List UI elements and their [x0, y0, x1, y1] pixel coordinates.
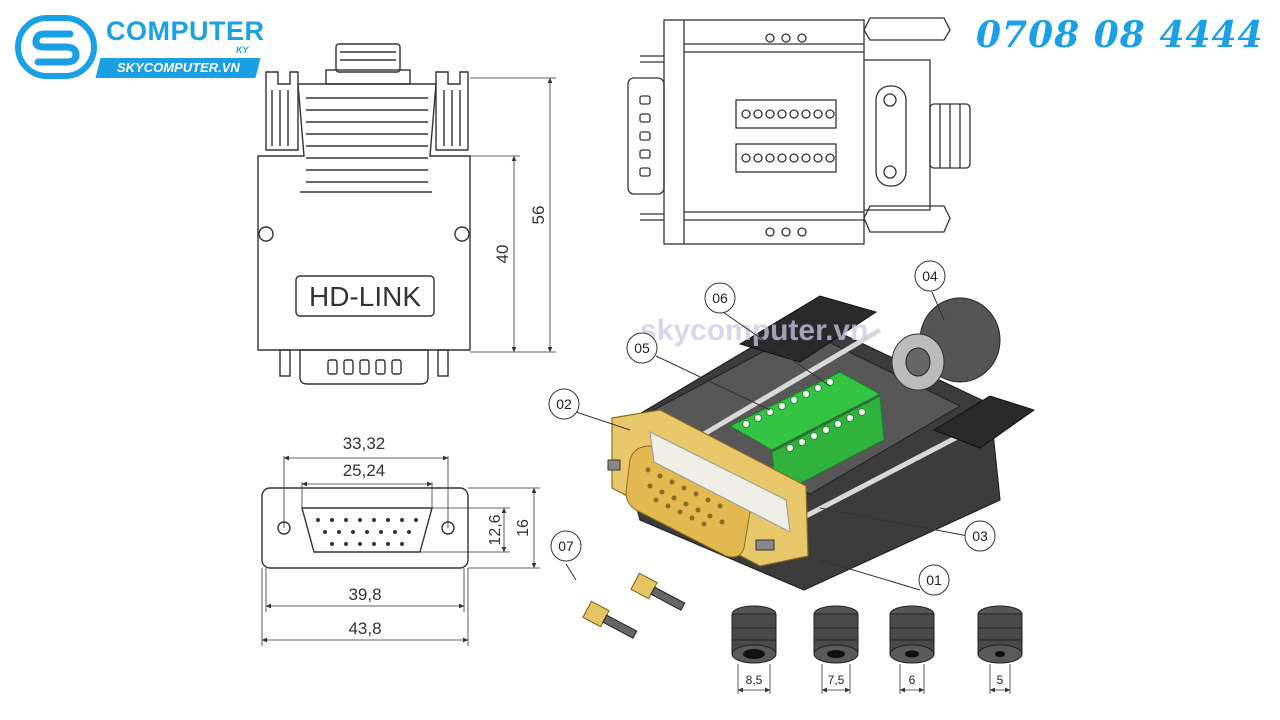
shell-body	[257, 83, 471, 351]
callout-circles	[548, 260, 996, 596]
terminal-block-1	[728, 371, 882, 451]
left-clip	[265, 71, 299, 151]
grommet-size-1: 8,5	[746, 673, 763, 687]
assembly-3d	[607, 295, 1036, 591]
internal-top-view	[627, 17, 971, 245]
dim-top-inner: 25,24	[343, 461, 386, 480]
phone-number[interactable]: 0708 08 4444	[976, 14, 1264, 56]
hex-standoffs	[582, 572, 686, 639]
callout-04: 04	[922, 268, 938, 284]
callout-06: 06	[712, 290, 728, 306]
brand-logo[interactable]: COMPUTER KY SKYCOMPUTER.VN	[14, 12, 264, 84]
callout-07: 07	[558, 538, 574, 554]
brand-suffix: KY	[236, 45, 249, 55]
callout-02: 02	[556, 396, 572, 412]
dim-bottom-outer: 43,8	[348, 619, 381, 638]
bottom-view	[261, 455, 540, 646]
dim-side-outer: 16	[515, 519, 532, 537]
brand-s-icon	[15, 15, 97, 79]
brand-name: COMPUTER	[106, 16, 265, 46]
grommet-row	[731, 605, 1023, 694]
callout-05: 05	[634, 340, 650, 356]
dim-side-inner: 12,6	[487, 514, 504, 545]
dim-height-body: 40	[493, 245, 512, 264]
front-label: HD-LINK	[309, 281, 421, 312]
grommet-size-3: 6	[909, 673, 916, 687]
dim-bottom-inner: 39,8	[348, 585, 381, 604]
watermark: skycomputer.vn	[640, 314, 868, 347]
connector-face	[625, 445, 751, 558]
callout-03: 03	[972, 528, 988, 544]
callouts	[565, 291, 969, 591]
grommet-size-2: 7,5	[828, 673, 845, 687]
grommet-size-4: 5	[997, 673, 1004, 687]
front-view	[257, 43, 556, 385]
right-clip	[435, 71, 469, 151]
dim-height-total: 56	[529, 206, 548, 225]
callout-01: 01	[926, 572, 942, 588]
dim-top-outer: 33,32	[343, 434, 386, 453]
cable-boot	[335, 43, 401, 73]
